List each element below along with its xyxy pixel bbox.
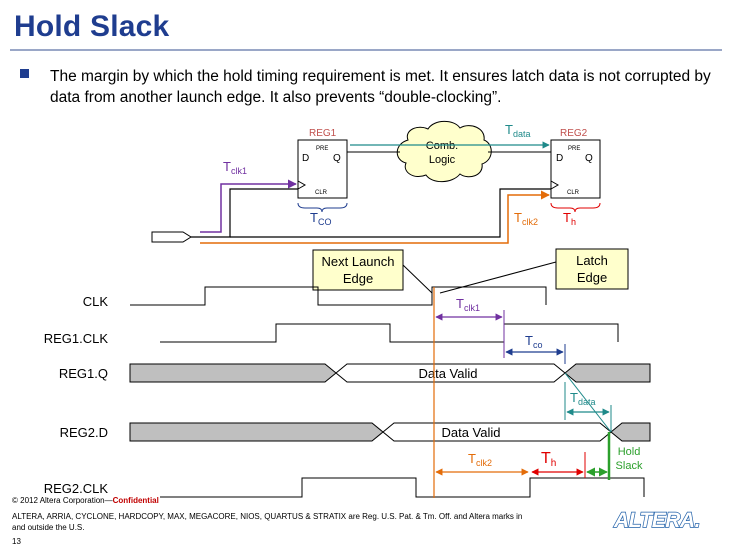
title-underline — [10, 49, 722, 51]
clock-input-pin — [151, 231, 192, 243]
next-launch-callout — [312, 249, 404, 291]
timing-tdata-label: Tdata — [570, 390, 595, 407]
next-launch-pointer — [402, 264, 433, 294]
schem-tclk2-label: Tclk2 — [514, 210, 538, 227]
reg2-d-bus-right — [610, 422, 651, 442]
clk-wave — [130, 286, 547, 306]
reg1-q-data-valid: Data Valid — [418, 366, 477, 381]
tclk1-path — [200, 179, 297, 233]
tco-brace — [297, 202, 348, 213]
latch-pointer — [439, 261, 557, 294]
page-number: 13 — [12, 537, 21, 546]
hold-slack-line2: Slack — [616, 460, 643, 472]
slide-title: Hold Slack — [14, 10, 170, 43]
reg1-label: REG1 — [309, 128, 337, 139]
comb-logic-cloud — [396, 120, 492, 183]
timing-tclk1-label: Tclk1 — [456, 296, 480, 313]
copyright-text: © 2012 Altera Corporation— — [12, 496, 113, 505]
schem-tco-label: TCO — [310, 210, 331, 227]
latch-line1: Latch — [576, 253, 608, 268]
reg2-clock-triangle — [550, 180, 560, 190]
tclk2-path — [200, 190, 550, 244]
wave-label-reg1-clk: REG1.CLK — [44, 331, 109, 346]
waveforms: CLK REG1.CLK REG1.Q REG2.D REG2.CLK Data… — [44, 286, 651, 498]
schem-th-label: Th — [563, 210, 576, 227]
timing-tclk2-label: Tclk2 — [468, 451, 492, 468]
comb-logic-line1: Comb. — [426, 140, 458, 152]
reg2-clk-wave — [160, 477, 645, 498]
reg2-d-data-valid: Data Valid — [441, 425, 500, 440]
reg2-box — [550, 139, 601, 199]
latch-callout — [555, 248, 629, 290]
bullet-text: The margin by which the hold timing requ… — [50, 68, 711, 106]
reg1-q-bus-right — [564, 363, 651, 383]
reg1-q: Q — [333, 153, 341, 164]
timing-annotations: Tclk1 Tco Tdata Tclk2 Th Hold Slack — [433, 287, 643, 498]
clock-net-reg2 — [230, 188, 551, 238]
schem-tdata-label: Tdata — [505, 122, 530, 139]
altera-logo: ALTERA. — [612, 508, 701, 532]
reg2-label: REG2 — [560, 128, 588, 139]
reg1-pre: PRE — [316, 146, 328, 152]
schematic: REG1 PRE D Q CLR REG2 PRE D Q CLR Comb. … — [151, 120, 601, 244]
reg1-clk-wave — [160, 323, 619, 343]
latch-line2: Edge — [577, 270, 607, 285]
reg1-box — [297, 139, 348, 199]
next-launch-line1: Next Launch — [322, 254, 395, 269]
reg2-clr: CLR — [567, 190, 580, 196]
bullet-marker — [20, 69, 29, 78]
timing-tco-label: Tco — [525, 333, 542, 350]
footer-copyright: © 2012 Altera Corporation—Confidential — [12, 496, 159, 505]
next-launch-line2: Edge — [343, 271, 373, 286]
wave-label-reg2-d: REG2.D — [60, 425, 108, 440]
hold-slack-line1: Hold — [618, 446, 641, 458]
clock-net-reg1 — [191, 188, 298, 238]
footer-legal: ALTERA, ARRIA, CYCLONE, HARDCOPY, MAX, M… — [12, 512, 523, 532]
callouts: Next Launch Edge Latch Edge — [312, 248, 629, 294]
timing-th-label: Th — [541, 450, 556, 469]
reg2-q: Q — [585, 153, 593, 164]
reg1-q-bus-left — [129, 363, 337, 383]
reg1-d: D — [302, 153, 309, 164]
reg2-pre: PRE — [568, 146, 580, 152]
tdata-diagonal — [564, 372, 612, 433]
altera-logo-text: ALTERA. — [613, 509, 700, 532]
th-brace — [550, 202, 601, 213]
wave-label-clk: CLK — [83, 294, 109, 309]
reg1-clock-triangle — [297, 180, 307, 190]
reg2-d: D — [556, 153, 563, 164]
wave-label-reg2-clk: REG2.CLK — [44, 481, 109, 496]
comb-logic-line2: Logic — [429, 154, 456, 166]
wave-label-reg1-q: REG1.Q — [59, 366, 108, 381]
confidential-label: Confidential — [112, 496, 159, 505]
reg2-d-bus-left — [129, 422, 384, 442]
schem-tclk1-label: Tclk1 — [223, 159, 247, 176]
reg1-clr: CLR — [315, 190, 328, 196]
